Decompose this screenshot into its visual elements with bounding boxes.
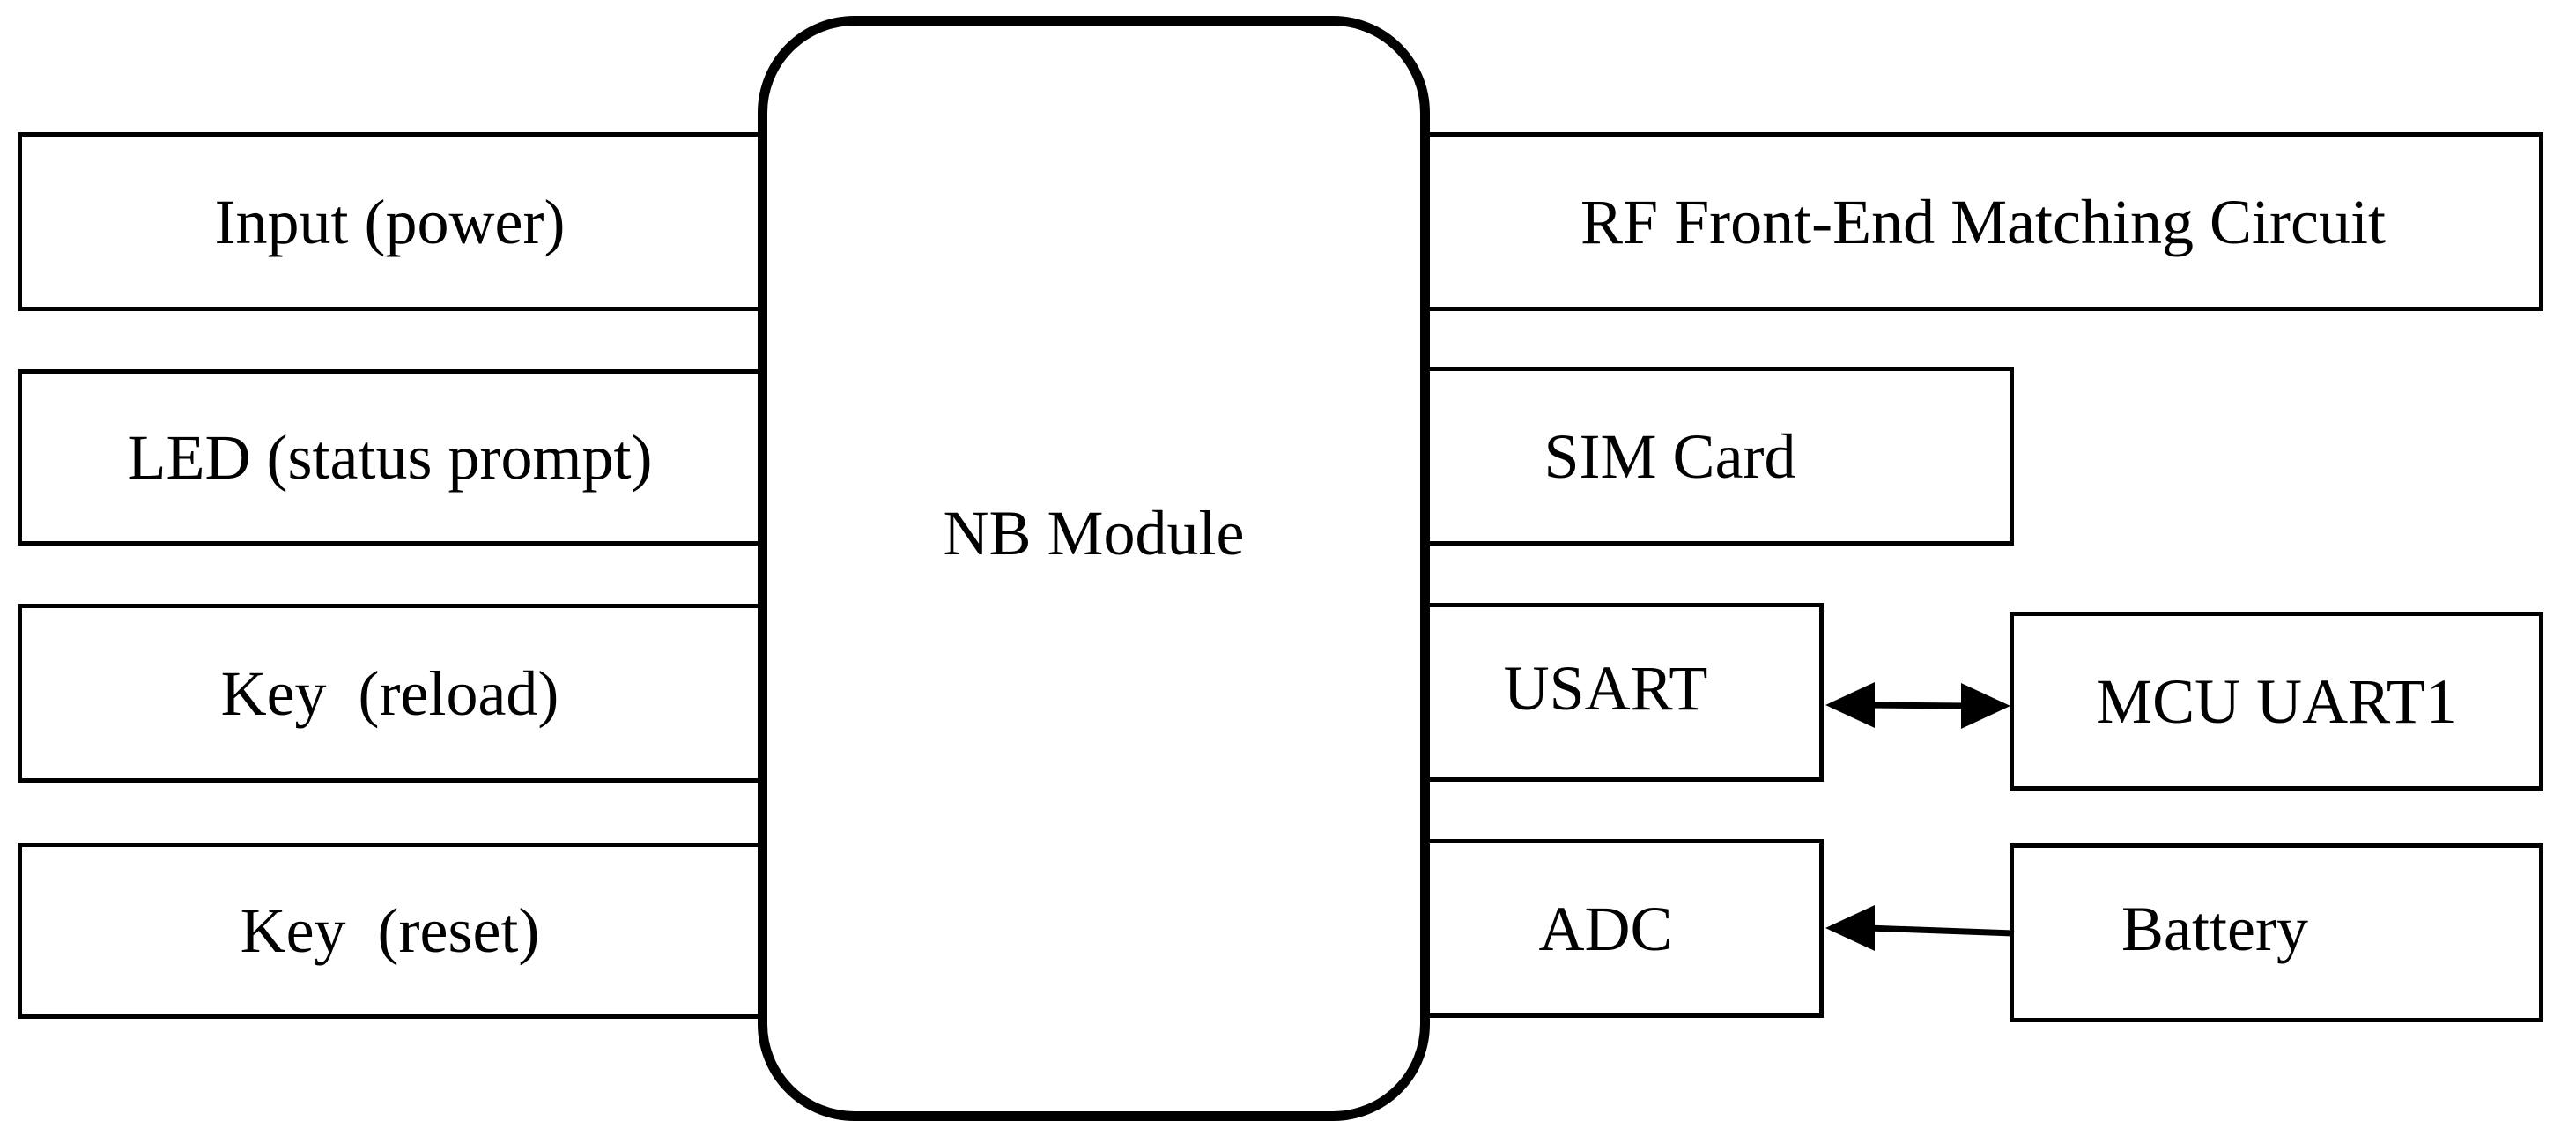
input-power-block: Input (power) xyxy=(18,132,762,311)
key-reset-block: Key (reset) xyxy=(18,843,762,1019)
nb-module-block: NB Module xyxy=(758,16,1430,1121)
key-reload-block: Key (reload) xyxy=(18,604,762,783)
led-status-label: LED (status prompt) xyxy=(127,422,653,493)
led-status-block: LED (status prompt) xyxy=(18,369,762,546)
adc-label: ADC xyxy=(1538,893,1673,964)
mcu-uart1-block: MCU UART1 xyxy=(2010,612,2543,791)
rf-front-end-label: RF Front-End Matching Circuit xyxy=(1580,186,2386,257)
key-reset-label: Key (reset) xyxy=(240,895,540,966)
usart-block: USART xyxy=(1423,603,1824,782)
battery-label: Battery xyxy=(2121,893,2308,964)
usart-label: USART xyxy=(1503,652,1708,724)
adc-block: ADC xyxy=(1423,839,1824,1018)
sim-card-label: SIM Card xyxy=(1543,420,1796,492)
input-power-label: Input (power) xyxy=(214,186,566,257)
mcu-uart1-label: MCU UART1 xyxy=(2096,665,2457,737)
battery-adc-arrow xyxy=(1825,905,2015,951)
nb-module-label: NB Module xyxy=(943,498,1245,568)
key-reload-label: Key (reload) xyxy=(220,657,559,729)
sim-card-block: SIM Card xyxy=(1423,367,2014,546)
rf-front-end-block: RF Front-End Matching Circuit xyxy=(1423,132,2543,311)
usart-mcu-bidirectional-arrow xyxy=(1825,682,2010,729)
